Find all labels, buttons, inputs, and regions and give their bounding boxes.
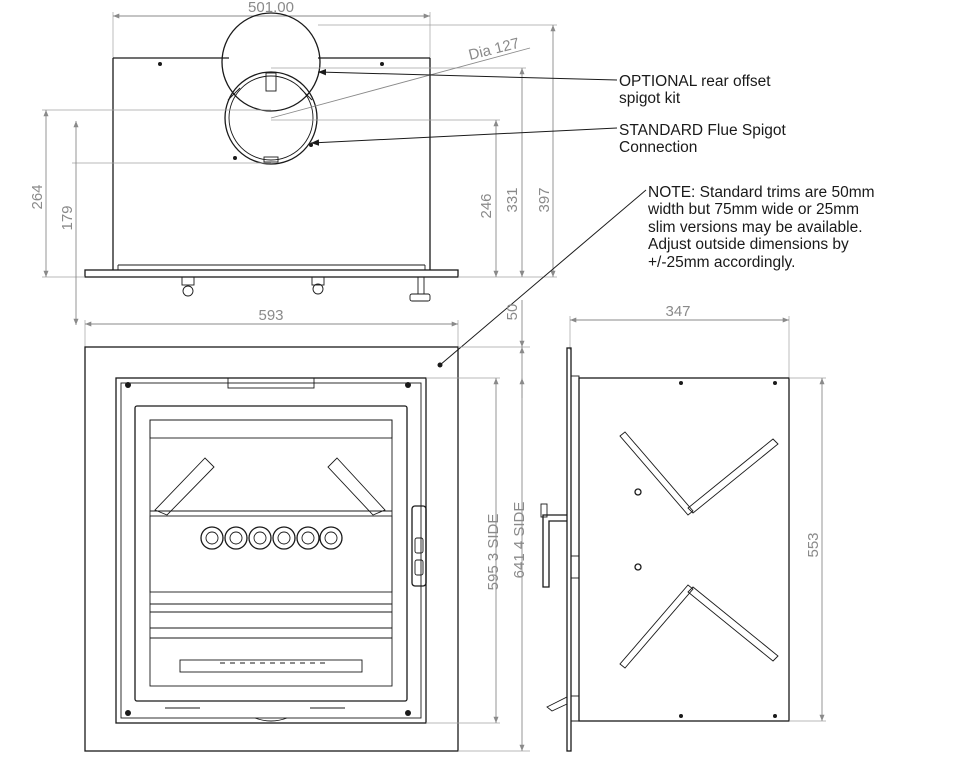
note-line1: NOTE: Standard trims are 50mm: [648, 184, 875, 201]
dim-246: 246: [478, 193, 495, 218]
callout-optional-line1: OPTIONAL rear offset: [619, 73, 771, 90]
air-control-knobs: [200, 526, 343, 550]
callout-standard-line1: STANDARD Flue Spigot: [619, 122, 787, 139]
door-handle: [411, 505, 427, 587]
note-line2: width but 75mm wide or 25mm: [647, 201, 859, 218]
dim-front-width: 593: [258, 307, 283, 324]
dim-flue-diameter: Dia 127: [467, 35, 521, 64]
dim-side-depth: 347: [665, 303, 690, 320]
note-block: NOTE: Standard trims are 50mm width but …: [437, 184, 875, 368]
front-view: 593: [84, 300, 530, 752]
dim-397: 397: [536, 187, 553, 212]
dim-side-height: 553: [805, 532, 822, 557]
side-view: 347 553: [540, 303, 826, 752]
callout-optional-line2: spigot kit: [619, 90, 681, 107]
trim-outline: [84, 346, 459, 752]
top-view: 501.00 264 179: [29, 0, 787, 325]
dim-top-width: 501.00: [248, 0, 294, 16]
dim-height-4side: 641 4 SIDE: [511, 502, 528, 579]
dim-height-3side: 595 3 SIDE: [485, 514, 502, 591]
optional-spigot-circle: [221, 12, 321, 112]
dim-264: 264: [29, 184, 46, 209]
note-line3: slim versions may be available.: [648, 219, 863, 236]
dim-179: 179: [59, 205, 76, 230]
standard-spigot-circle: [224, 71, 318, 165]
dim-331: 331: [504, 187, 521, 212]
callout-standard-line2: Connection: [619, 139, 697, 156]
note-line4: Adjust outside dimensions by: [648, 236, 849, 253]
dim-trim-width: 50: [504, 304, 521, 321]
note-line5: +/-25mm accordingly.: [648, 254, 795, 271]
